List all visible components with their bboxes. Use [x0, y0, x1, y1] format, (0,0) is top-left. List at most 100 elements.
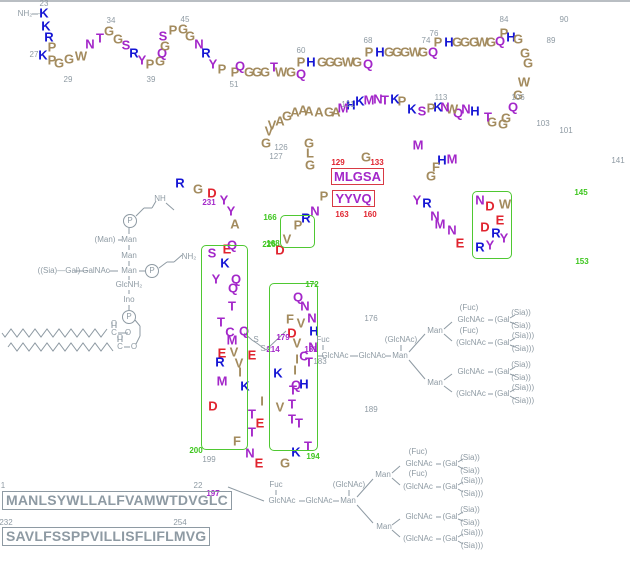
residue-s: S — [207, 245, 217, 261]
residue-e: E — [495, 212, 505, 228]
residue-g: G — [281, 108, 293, 124]
residue-e: E — [255, 415, 265, 431]
glycan2-glcnac-1: GlcNAc — [268, 496, 296, 505]
bond-line — [134, 319, 141, 327]
phosphate-circle — [122, 310, 136, 324]
residue-g: G — [103, 23, 115, 39]
phosphate-circle — [145, 264, 159, 278]
position-label: 103 — [536, 119, 550, 128]
residue-c: C — [225, 324, 235, 340]
residue-y: Y — [499, 230, 509, 246]
residue-r: R — [175, 175, 185, 191]
glycan2-sia-7: (Sia))) — [460, 528, 484, 537]
glycan2-glcnac-b: (GlcNAc — [403, 482, 433, 491]
bond-line — [509, 395, 516, 400]
residue-k: K — [220, 255, 230, 271]
bond-line — [443, 321, 453, 330]
disulfide-s2: S — [260, 344, 266, 353]
residue-g: G — [323, 104, 335, 120]
residue-h: H — [306, 54, 316, 70]
residue-p: P — [426, 100, 436, 116]
position-label: 181 — [304, 345, 318, 354]
residue-h: H — [309, 323, 319, 339]
glycan1-sia-3: (Sia))) — [511, 331, 535, 340]
residue-h: H — [346, 97, 356, 113]
residue-p: P — [397, 93, 407, 109]
residue-n: N — [300, 298, 310, 314]
glycan1-sia-5: (Sia)) — [511, 360, 531, 369]
helix-box-3 — [269, 283, 318, 451]
residue-i: I — [260, 393, 264, 409]
residue-g: G — [154, 53, 166, 69]
position-label: 168 — [266, 239, 280, 248]
position-label: 76 — [429, 29, 439, 38]
position-label: 23 — [39, 0, 49, 8]
position-label: 172 — [305, 280, 319, 289]
residue-q: Q — [290, 377, 302, 393]
residue-m: M — [216, 373, 228, 389]
bond-line — [457, 481, 464, 486]
residue-k: K — [390, 91, 400, 107]
bond-line — [135, 207, 145, 217]
residue-g: G — [486, 114, 498, 130]
residue-g: G — [260, 135, 272, 151]
residue-p: P — [47, 39, 57, 55]
residue-t: T — [484, 109, 492, 125]
glycan2-fuc: Fuc — [269, 480, 283, 489]
residue-q: Q — [427, 44, 439, 60]
residue-a: A — [298, 102, 308, 118]
residue-t: T — [288, 396, 296, 412]
residue-g: G — [391, 44, 403, 60]
glycan2-gal-b: (Gal — [442, 482, 458, 491]
signal-peptide-n: MANLSYWLLALFVAMWTDVGLC — [2, 491, 232, 510]
gpi-signal-end-label: 254 — [173, 518, 187, 527]
residue-f: F — [286, 311, 294, 327]
position-label: 194 — [306, 452, 320, 461]
bond-line — [135, 335, 141, 345]
glycan1-sia-1: (Sia)) — [511, 308, 531, 317]
residue-p: P — [293, 217, 303, 233]
glycan1-fuc-a: (Fuc) — [459, 303, 479, 312]
residue-n: N — [307, 310, 317, 326]
residue-d: D — [485, 198, 495, 214]
glycan2-fuc-b: (Fuc) — [408, 469, 428, 478]
residue-t: T — [248, 424, 256, 440]
residue-s: S — [121, 37, 131, 53]
residue-k: K — [433, 99, 443, 115]
glycan2-glcnac-c: GlcNAc — [405, 512, 433, 521]
helix-box-4 — [201, 245, 248, 450]
residue-f: F — [233, 433, 241, 449]
bond-line — [408, 333, 426, 353]
glycan2-sia-2: (Sia)) — [460, 466, 480, 475]
residue-t: T — [305, 354, 313, 370]
residue-d: D — [480, 219, 490, 235]
position-label: 84 — [499, 15, 509, 24]
bond-line — [457, 518, 464, 522]
residue-g: G — [192, 181, 204, 197]
residue-n: N — [447, 222, 457, 238]
residue-w: W — [341, 54, 355, 70]
position-label: 199 — [202, 455, 216, 464]
residue-s: S — [158, 28, 168, 44]
residue-g: G — [53, 55, 65, 71]
residue-w: W — [498, 196, 512, 212]
glycan2-gal-a: (Gal — [442, 459, 458, 468]
glycan1-glcnac-bisect: (GlcNAc) — [384, 335, 418, 344]
residue-y: Y — [137, 52, 147, 68]
position-label: 51 — [229, 80, 239, 89]
residue-w: W — [445, 101, 459, 117]
residue-q: Q — [507, 99, 519, 115]
glycan1-glcnac-b: (GlcNAc — [456, 338, 486, 347]
residue-q: Q — [494, 33, 506, 49]
lipid-c-1: C — [111, 328, 117, 337]
position-label: 89 — [546, 36, 556, 45]
residue-p: P — [296, 54, 306, 70]
position-label: 127 — [269, 152, 283, 161]
residue-q: Q — [238, 323, 250, 339]
bond-line — [509, 373, 516, 377]
signal-peptide-c: SAVLFSSPPVILLISFLIFLMVG — [2, 527, 211, 546]
bond-line — [173, 254, 183, 263]
position-label: 179 — [276, 333, 290, 342]
residue-p: P — [364, 44, 374, 60]
